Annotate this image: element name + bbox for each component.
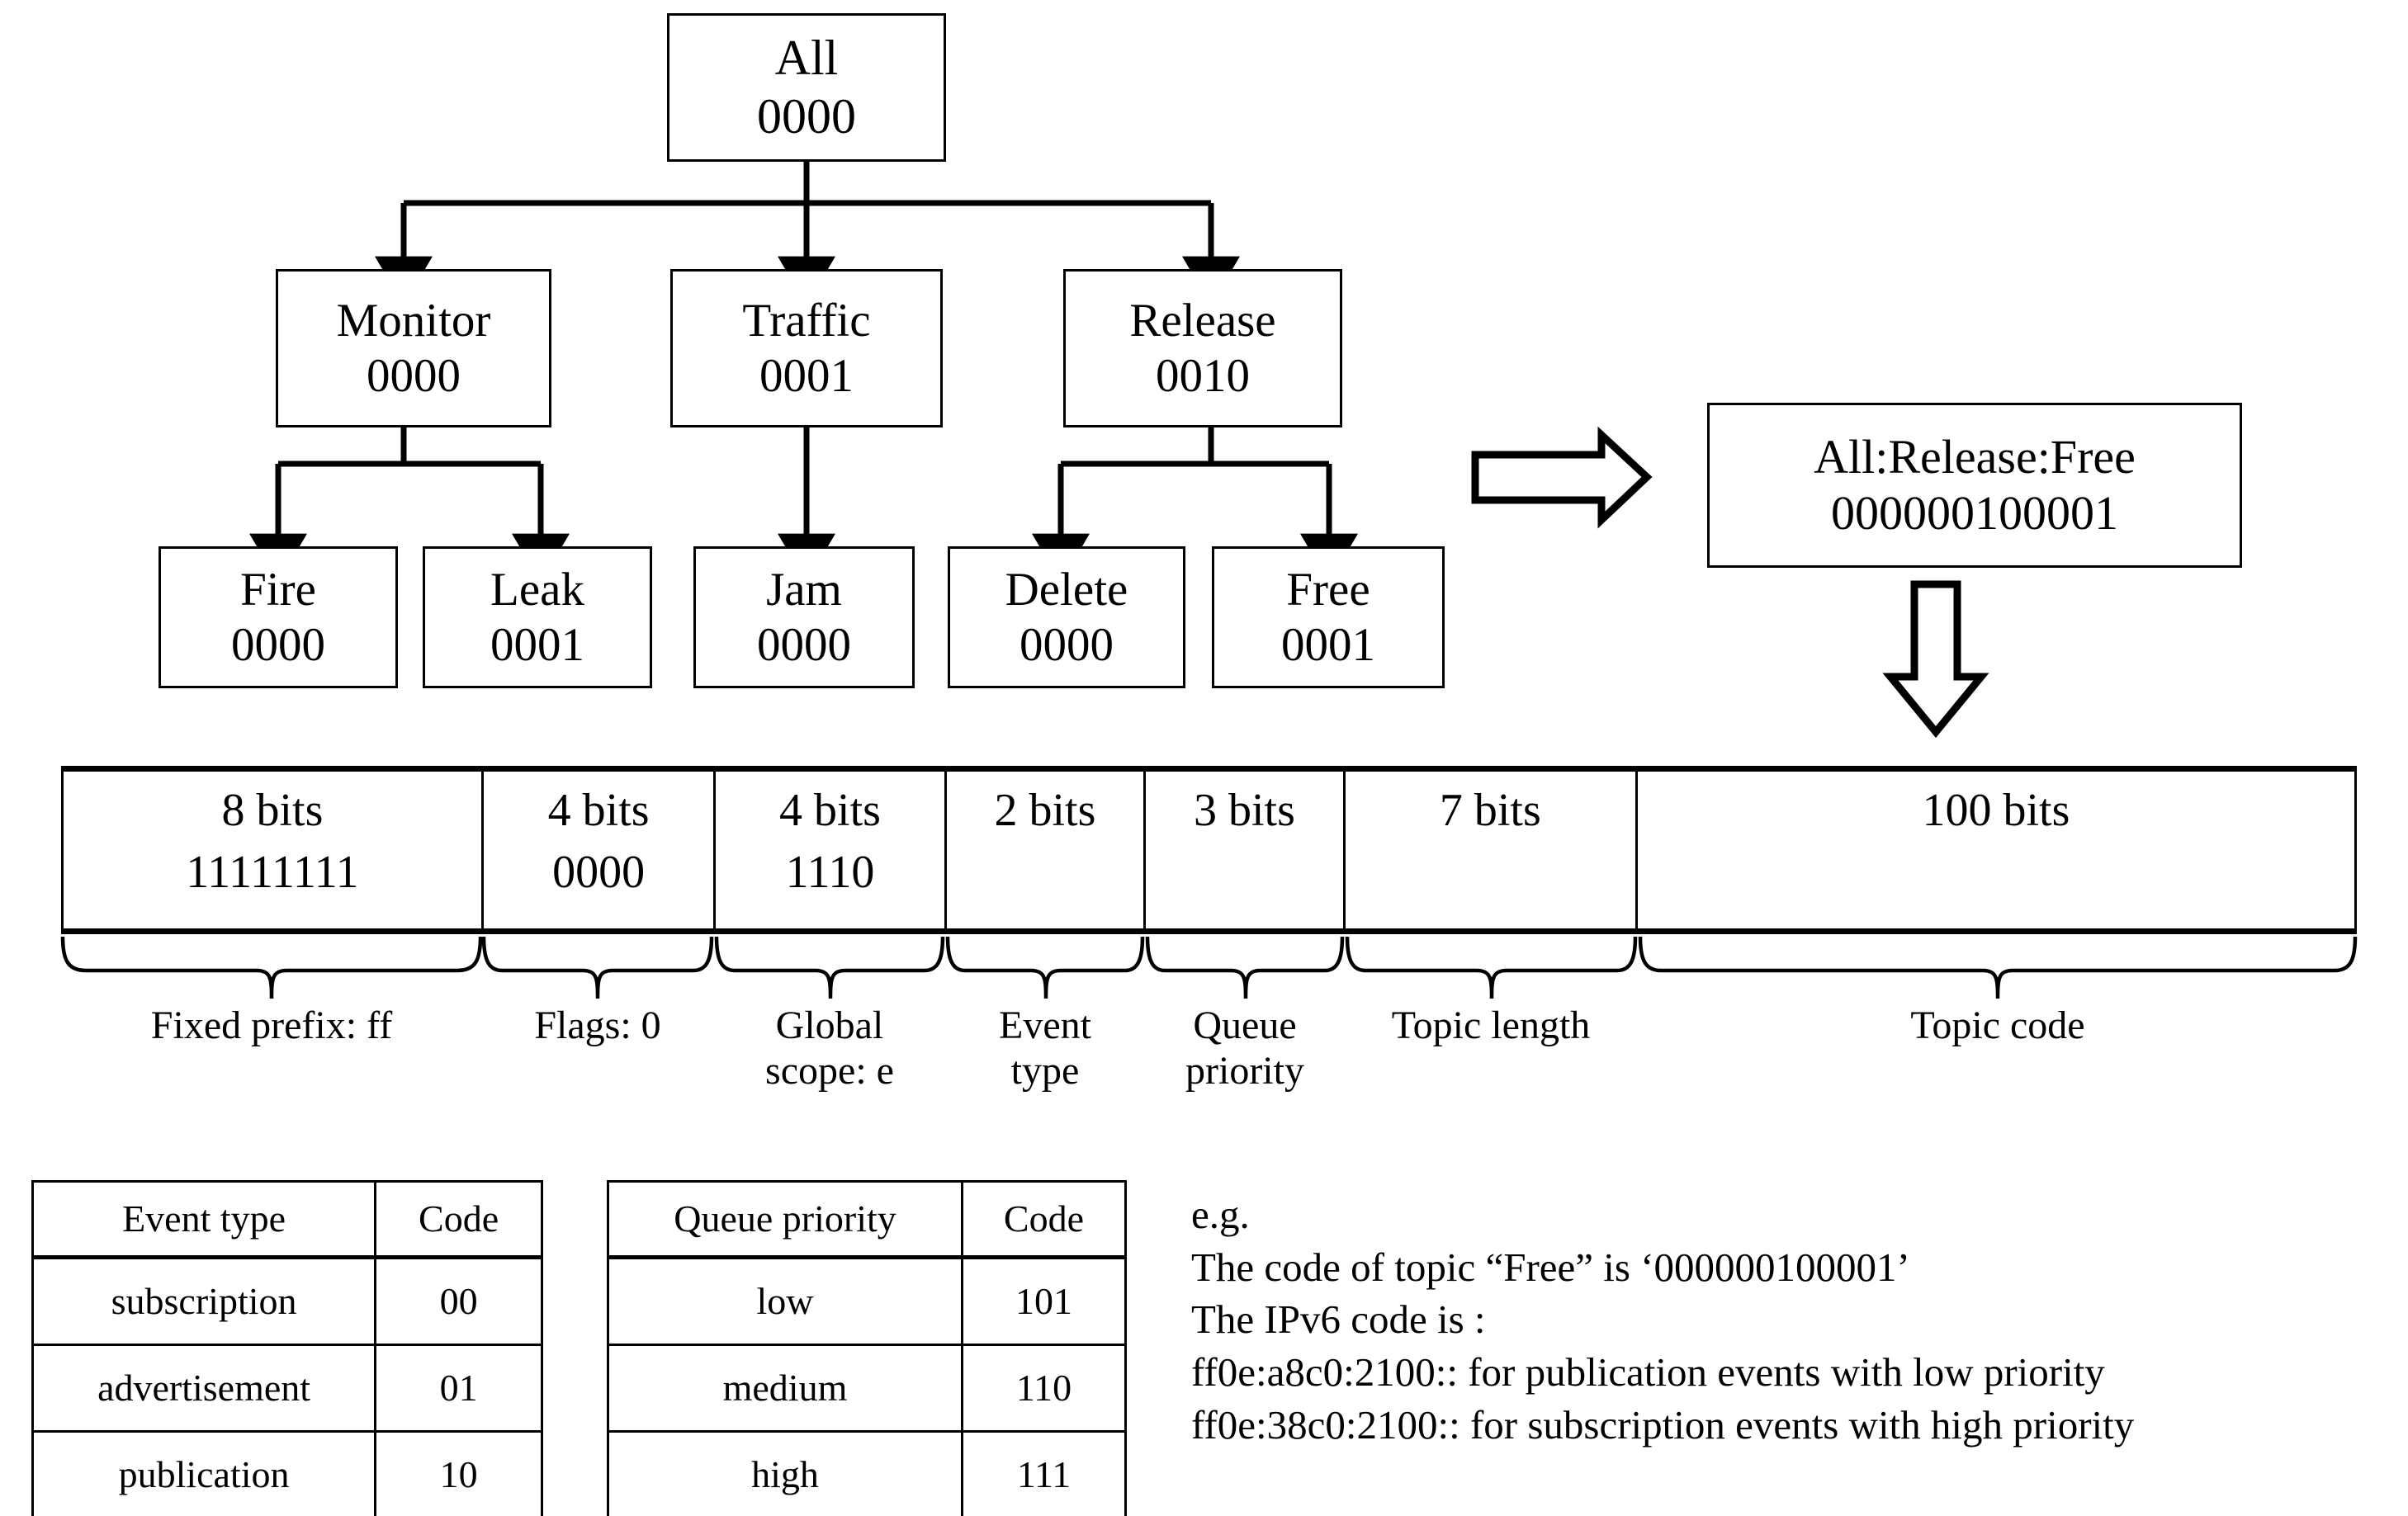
- example-line-topic-code: The code of topic “Free” is ‘00000010000…: [1191, 1244, 1910, 1290]
- tree-node-code: 0000: [367, 350, 461, 402]
- event-type-table: Event type Code subscription 00 advertis…: [31, 1180, 543, 1516]
- table-header-row: Queue priority Code: [607, 1180, 1128, 1259]
- tree-node-label: Free: [1286, 563, 1370, 616]
- field-braces: [60, 936, 2358, 999]
- cell-code: 10: [374, 1430, 543, 1516]
- topic-path-code: 000000100001: [1831, 486, 2118, 540]
- table-row[interactable]: low 101: [607, 1256, 1128, 1346]
- tree-edges-level1: [404, 162, 1211, 206]
- cell-event-type: publication: [31, 1430, 377, 1516]
- tree-arrows-level1: [375, 203, 1240, 306]
- topic-path-text: All:Release:Free: [1814, 429, 2136, 484]
- field-label-topic-code: Topic code: [1910, 1004, 2085, 1047]
- example-line-ipv6-intro: The IPv6 code is :: [1191, 1296, 1486, 1343]
- tree-node-traffic[interactable]: Traffic 0001: [670, 269, 943, 427]
- cell-code: 00: [374, 1256, 543, 1346]
- tree-node-label: Delete: [1005, 563, 1128, 616]
- example-line-ipv6-high: ff0e:38c0:2100:: for subscription events…: [1191, 1401, 2135, 1448]
- bitfield-segment-topic-length[interactable]: 7 bits: [1346, 772, 1638, 928]
- field-label-event-type: Event type: [999, 1004, 1091, 1093]
- tree-node-code: 0000: [757, 89, 856, 144]
- tree-node-code: 0000: [231, 619, 325, 671]
- column-header-event-type: Event type: [31, 1180, 377, 1259]
- field-label-queue-priority: Queue priority: [1185, 1004, 1304, 1093]
- tree-node-code: 0001: [490, 619, 584, 671]
- column-header-code: Code: [374, 1180, 543, 1259]
- cell-code: 101: [960, 1256, 1128, 1346]
- bitfield-segment-global-scope[interactable]: 4 bits 1110: [716, 772, 947, 928]
- field-label-global-scope: Global scope: e: [765, 1004, 894, 1093]
- tree-node-jam[interactable]: Jam 0000: [693, 546, 915, 688]
- tree-node-label: Traffic: [742, 294, 871, 347]
- cell-code: 01: [374, 1344, 543, 1433]
- topic-path-result-box[interactable]: All:Release:Free 000000100001: [1707, 403, 2242, 568]
- tree-node-code: 0000: [1019, 619, 1114, 671]
- tree-node-code: 0010: [1156, 350, 1250, 402]
- table-header-row: Event type Code: [31, 1180, 543, 1259]
- tree-node-label: Release: [1129, 294, 1276, 347]
- tree-node-label: Fire: [240, 563, 316, 616]
- cell-event-type: subscription: [31, 1256, 377, 1346]
- example-text-block: e.g. The code of topic “Free” is ‘000000…: [1191, 1188, 2396, 1451]
- column-header-queue-priority: Queue priority: [607, 1180, 963, 1259]
- tree-arrows-monitor: [249, 464, 570, 583]
- bitfield-bits: 4 bits: [779, 785, 881, 836]
- bitfield-value: 11111111: [186, 847, 359, 899]
- tree-edges-release: [1061, 427, 1329, 467]
- example-line-ipv6-low: ff0e:a8c0:2100:: for publication events …: [1191, 1349, 2105, 1396]
- example-line-eg: e.g.: [1191, 1192, 1250, 1237]
- table-row[interactable]: publication 10: [31, 1430, 543, 1516]
- bitfield-segment-queue-priority[interactable]: 3 bits: [1146, 772, 1346, 928]
- tree-node-label: Leak: [490, 563, 584, 616]
- bitfield-segment-fixed-prefix[interactable]: 8 bits 11111111: [64, 772, 484, 928]
- cell-queue-priority: high: [607, 1430, 963, 1516]
- tree-edges-monitor: [278, 427, 541, 467]
- field-label-fixed-prefix: Fixed prefix: ff: [150, 1004, 393, 1047]
- bitfield-bits: 2 bits: [994, 785, 1096, 836]
- cell-code: 111: [960, 1430, 1128, 1516]
- bitfield-bits: 3 bits: [1193, 785, 1295, 836]
- queue-priority-table: Queue priority Code low 101 medium 110 h…: [607, 1180, 1128, 1516]
- bitfield-bits: 7 bits: [1439, 785, 1541, 836]
- tree-node-release[interactable]: Release 0010: [1063, 269, 1342, 427]
- tree-node-label: All: [774, 31, 839, 86]
- table-row[interactable]: medium 110: [607, 1344, 1128, 1433]
- tree-node-monitor[interactable]: Monitor 0000: [276, 269, 551, 427]
- cell-code: 110: [960, 1344, 1128, 1433]
- field-label-flags: Flags: 0: [534, 1004, 661, 1047]
- tree-node-code: 0001: [759, 350, 854, 402]
- tree-node-label: Monitor: [336, 294, 491, 347]
- tree-node-label: Jam: [766, 563, 842, 616]
- tree-node-fire[interactable]: Fire 0000: [158, 546, 398, 688]
- bitfield-value: 0000: [552, 847, 646, 899]
- tree-node-free[interactable]: Free 0001: [1212, 546, 1445, 688]
- block-arrow-right: [1471, 426, 1653, 529]
- field-label-topic-length: Topic length: [1391, 1004, 1591, 1047]
- tree-arrows-release: [1032, 464, 1358, 583]
- bitfield-segment-flags[interactable]: 4 bits 0000: [484, 772, 717, 928]
- tree-node-code: 0000: [757, 619, 851, 671]
- tree-node-leak[interactable]: Leak 0001: [423, 546, 652, 688]
- tree-node-delete[interactable]: Delete 0000: [948, 546, 1185, 688]
- bitfield-value: 1110: [785, 847, 875, 899]
- cell-queue-priority: medium: [607, 1344, 963, 1433]
- tree-node-root[interactable]: All 0000: [667, 13, 946, 162]
- bitfield-segment-event-type[interactable]: 2 bits: [947, 772, 1147, 928]
- cell-queue-priority: low: [607, 1256, 963, 1346]
- block-arrow-down: [1882, 580, 1989, 739]
- tree-node-code: 0001: [1281, 619, 1375, 671]
- table-row[interactable]: high 111: [607, 1430, 1128, 1516]
- column-header-code: Code: [960, 1180, 1128, 1259]
- ipv6-bitfield-bar: 8 bits 11111111 4 bits 0000 4 bits 1110 …: [61, 766, 2357, 934]
- bitfield-bits: 8 bits: [221, 785, 324, 836]
- table-row[interactable]: advertisement 01: [31, 1344, 543, 1433]
- bitfield-bits: 100 bits: [1922, 785, 2070, 836]
- cell-event-type: advertisement: [31, 1344, 377, 1433]
- table-row[interactable]: subscription 00: [31, 1256, 543, 1346]
- bitfield-segment-topic-code[interactable]: 100 bits: [1638, 772, 2354, 928]
- bitfield-bits: 4 bits: [547, 785, 650, 836]
